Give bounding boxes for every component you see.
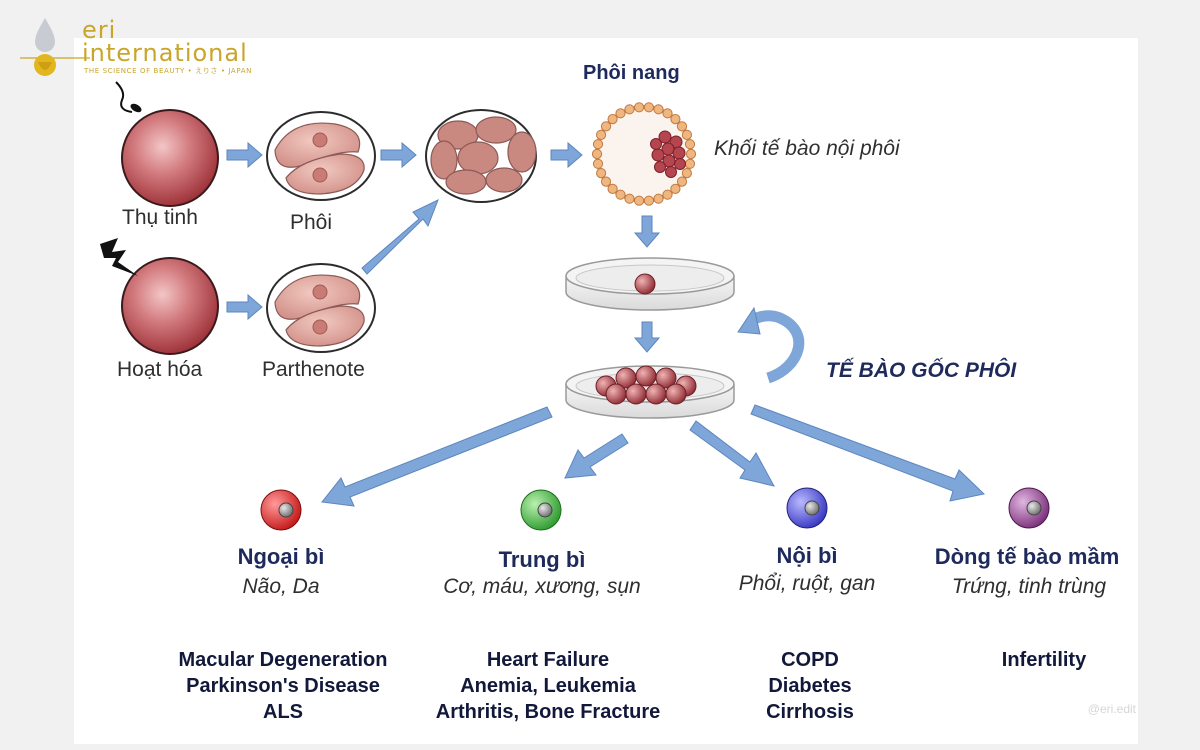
label-blastocyst: Phôi nang	[583, 62, 680, 84]
arrow-to-ectoderm	[321, 406, 553, 507]
two-cell-embryo	[266, 111, 376, 201]
ectoderm-cell	[260, 489, 302, 531]
disease-list-mesoderm: Heart Failure Anemia, Leukemia Arthritis…	[408, 647, 688, 725]
label-parthenote: Parthenote	[262, 358, 365, 381]
disease-item: Cirrhosis	[766, 701, 854, 723]
trophoblast-cell	[676, 121, 688, 132]
arrow-embryo-to-morula	[380, 141, 417, 169]
trophoblast-cell	[662, 108, 673, 119]
trophoblast-cell	[643, 195, 655, 206]
trophoblast-cell	[681, 129, 693, 140]
disease-item: Infertility	[1001, 649, 1087, 671]
logo-line-1: eri	[82, 16, 117, 44]
trophoblast-cell	[591, 148, 603, 160]
trophoblast-cell	[596, 129, 607, 140]
germ-layer-tissues-germline: Trứng, tinh trùng	[951, 575, 1107, 598]
trophoblast-cell	[607, 183, 618, 194]
arrow-dish-to-dish	[633, 321, 661, 353]
blastocyst	[591, 102, 697, 206]
culture-dish-colony	[565, 365, 735, 419]
trophoblast-cell	[607, 114, 618, 125]
endoderm-cell	[786, 487, 828, 529]
trophoblast-cell	[643, 102, 655, 113]
trophoblast-cell	[615, 108, 626, 119]
trophoblast-cell	[684, 158, 696, 169]
disease-item: Macular Degeneration	[178, 649, 388, 671]
arrow-to-germline	[750, 404, 986, 502]
germ-layer-name-germline: Dòng tế bào mầm	[934, 544, 1120, 569]
label-embryonic-stem-cells: TẾ BÀO GỐC PHÔI	[826, 359, 1017, 382]
trophoblast-cell	[592, 158, 604, 169]
watermark: @eri.edit	[1087, 702, 1136, 716]
trophoblast-cell	[634, 195, 645, 206]
culture-dish-single-cell	[565, 257, 735, 311]
parthenote-embryo	[266, 263, 376, 353]
disease-list-germline: Infertility	[964, 647, 1124, 673]
trophoblast-cell	[685, 148, 697, 160]
disease-item: Arthritis, Bone Fracture	[435, 701, 661, 723]
label-activation: Hoạt hóa	[117, 358, 203, 381]
arrow-to-mesoderm	[564, 433, 629, 479]
disease-item: Anemia, Leukemia	[460, 675, 636, 697]
arrow-morula-to-blastocyst	[550, 141, 583, 169]
trophoblast-cell	[653, 104, 664, 115]
morula	[425, 109, 537, 203]
fertilized-egg	[115, 81, 219, 207]
trophoblast-cell	[684, 139, 696, 150]
disease-item: ALS	[263, 701, 303, 723]
label-fertilization: Thụ tinh	[122, 206, 198, 229]
trophoblast-cell	[670, 183, 681, 194]
trophoblast-cell	[634, 102, 645, 113]
germ-layer-name-mesoderm: Trung bì	[498, 547, 586, 572]
disease-item: COPD	[781, 649, 839, 671]
germ-layer-tissues-mesoderm: Cơ, máu, xương, sụn	[443, 575, 641, 598]
germ-layer-name-ectoderm: Ngoại bì	[237, 544, 325, 569]
disease-list-endoderm: COPD Diabetes Cirrhosis	[730, 647, 890, 725]
germline-cell	[1008, 487, 1050, 529]
mesoderm-cell	[520, 489, 562, 531]
logo-tagline: THE SCIENCE OF BEAUTY • えりさ • JAPAN	[84, 67, 252, 75]
self-renewal-arrow	[737, 306, 805, 384]
label-embryo: Phôi	[290, 211, 333, 234]
disease-item: Parkinson's Disease	[186, 675, 380, 697]
trophoblast-cell	[624, 104, 635, 115]
activated-egg	[121, 257, 219, 355]
disease-list-ectoderm: Macular Degeneration Parkinson's Disease…	[148, 647, 418, 725]
label-inner-cell-mass: Khối tế bào nội phôi	[714, 137, 900, 160]
arrow-fertilization-to-embryo	[226, 141, 263, 169]
germ-layer-tissues-endoderm: Phổi, ruột, gan	[738, 572, 876, 595]
trophoblast-cell	[670, 114, 681, 125]
germ-layer-tissues-ectoderm: Não, Da	[242, 575, 320, 598]
trophoblast-cell	[600, 121, 612, 132]
trophoblast-cell	[681, 168, 693, 179]
disease-item: Heart Failure	[486, 649, 610, 671]
trophoblast-cell	[600, 176, 612, 187]
trophoblast-cell	[662, 189, 673, 200]
germ-layer-name-endoderm: Nội bì	[776, 543, 838, 568]
trophoblast-cell	[624, 193, 635, 204]
trophoblast-cell	[592, 139, 604, 150]
arrow-parthenote-to-morula	[361, 199, 439, 275]
logo-line-2: international	[82, 39, 248, 67]
disease-item: Diabetes	[768, 675, 852, 697]
logo-mark-icon	[20, 18, 90, 76]
arrow-blastocyst-to-dish	[633, 215, 661, 248]
trophoblast-cell	[596, 168, 607, 179]
trophoblast-cell	[653, 193, 664, 204]
brand-logo	[18, 16, 278, 80]
trophoblast-cell	[676, 176, 688, 187]
trophoblast-cell	[615, 189, 626, 200]
lightning-icon	[100, 238, 138, 276]
arrow-activation-to-parthenote	[226, 293, 263, 321]
arrow-to-endoderm	[689, 420, 775, 487]
